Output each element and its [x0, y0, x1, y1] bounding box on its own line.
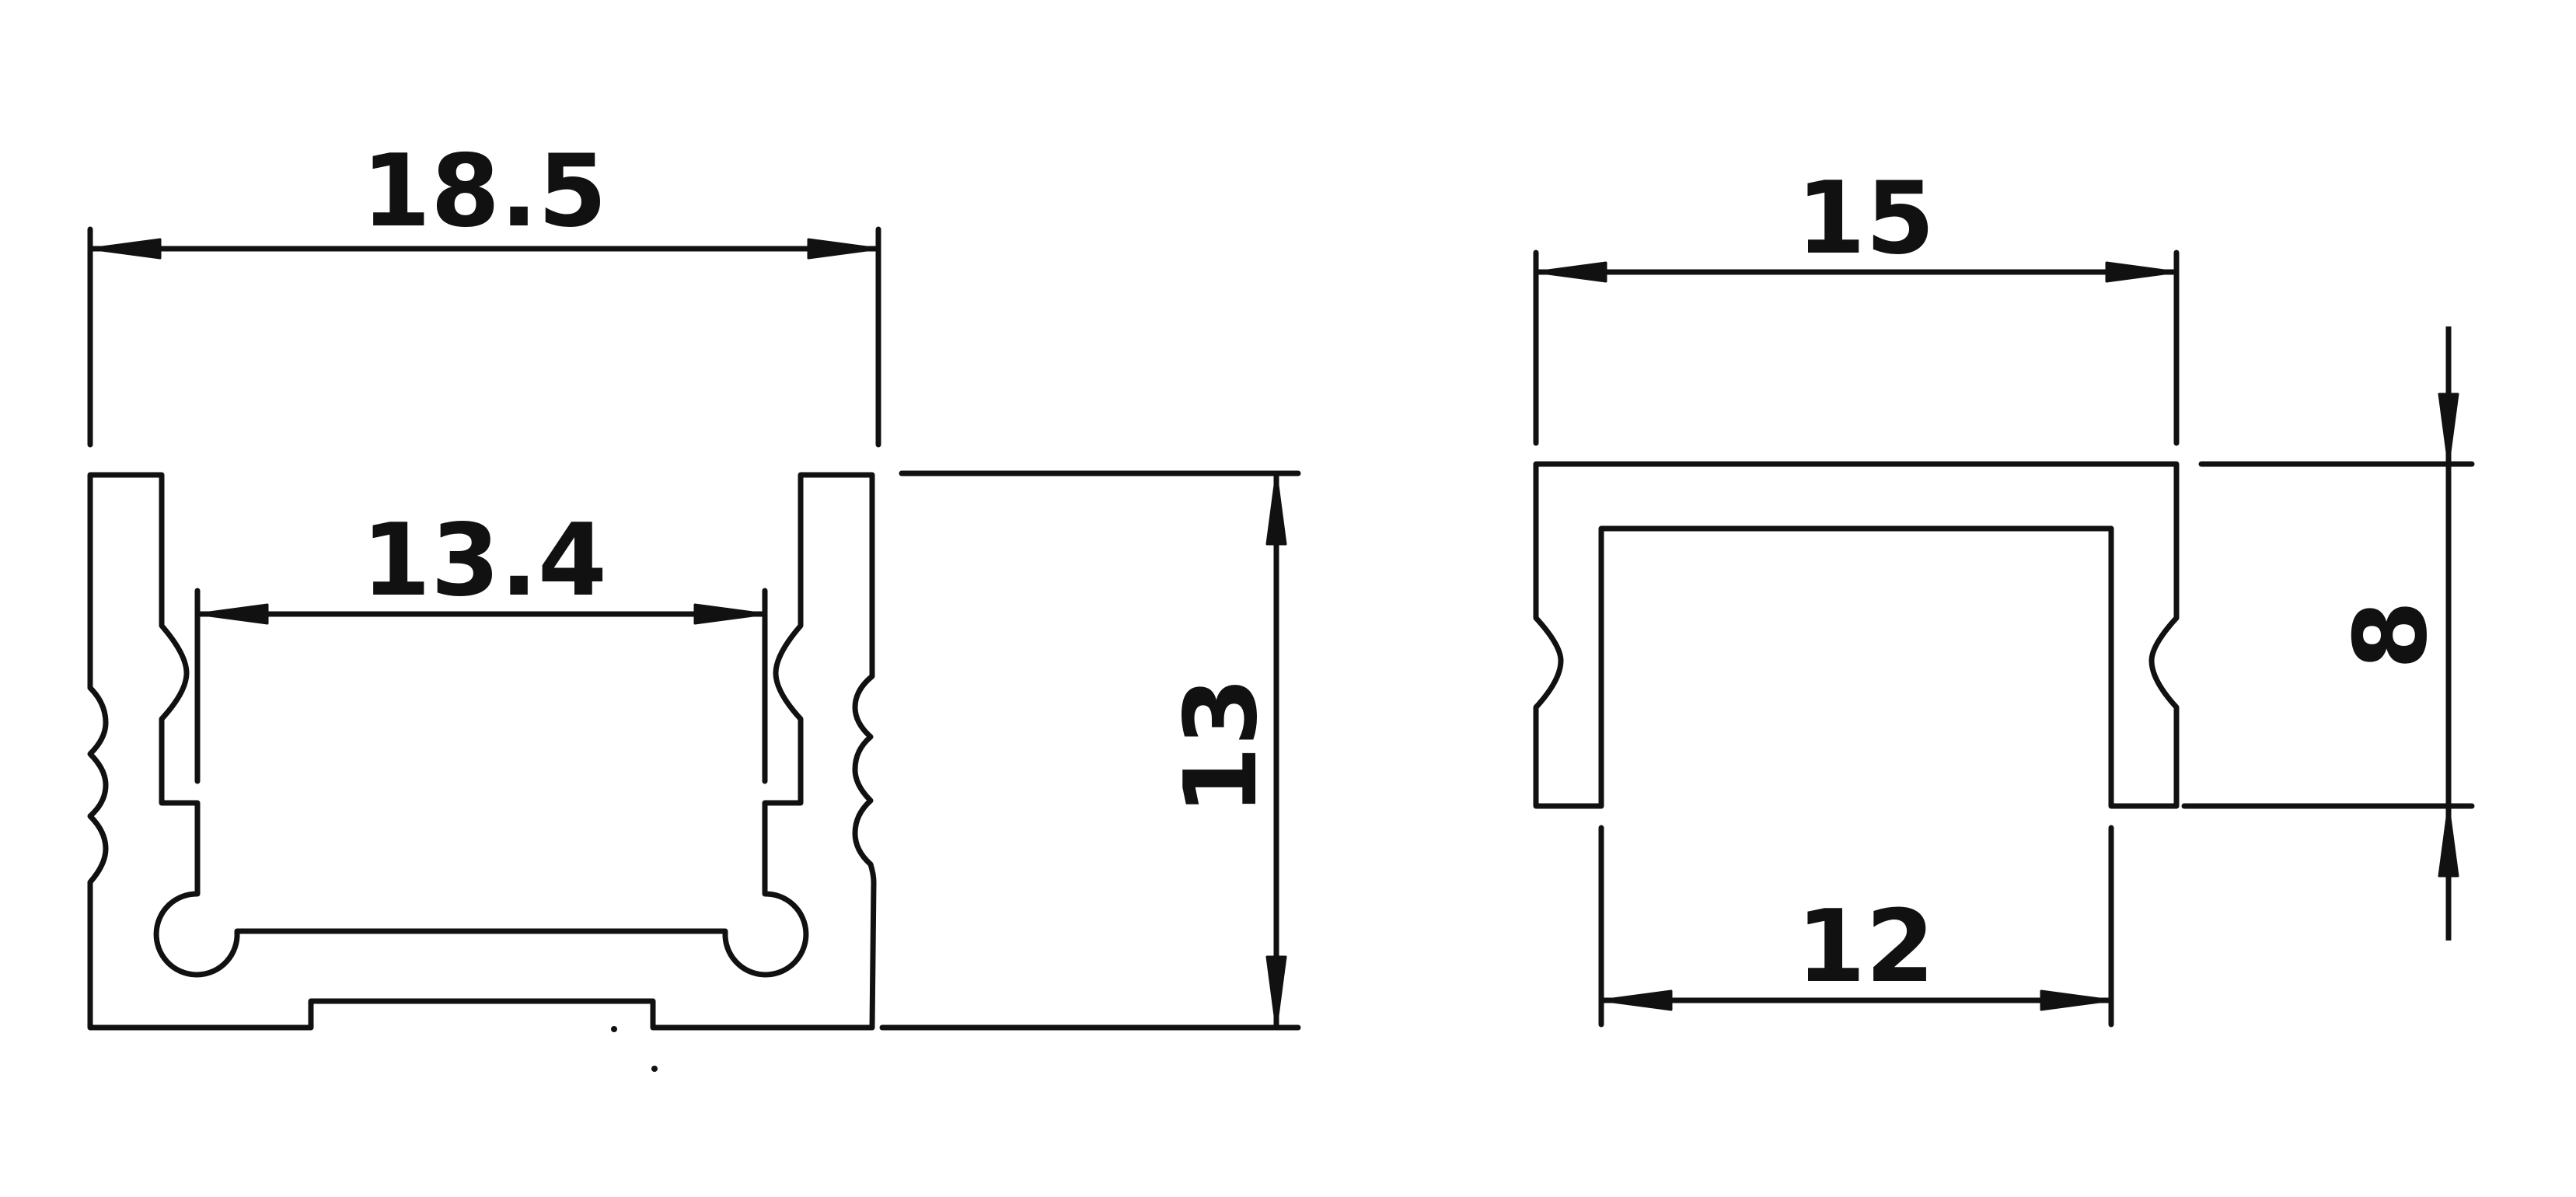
- arrowhead: [196, 603, 269, 625]
- arrowhead: [2438, 393, 2459, 466]
- label-inner-width: 13.4: [361, 503, 607, 619]
- label-height: 13: [1164, 677, 1279, 815]
- arrowhead: [693, 603, 766, 625]
- arrowhead: [1600, 989, 1673, 1011]
- left-profile-outline: [87, 472, 877, 1031]
- label-inner-width: 12: [1796, 889, 1935, 1005]
- arrowhead: [2105, 261, 2178, 283]
- label-height: 8: [2333, 600, 2449, 669]
- label-outer-width: 18.5: [361, 134, 607, 250]
- label-outer-width: 15: [1796, 161, 1935, 277]
- right-profile: 15 12 8: [1533, 161, 2475, 1028]
- arrowhead: [1265, 472, 1287, 546]
- arrowhead: [1265, 955, 1287, 1029]
- arrowhead: [1534, 261, 1607, 283]
- arrowhead: [2438, 804, 2459, 878]
- drawing-speck: [611, 1026, 617, 1032]
- drawing-speck: [651, 1066, 658, 1072]
- arrowhead: [807, 238, 880, 260]
- left-profile: 18.5 13.4 13: [87, 134, 1301, 1072]
- arrowhead: [2040, 989, 2113, 1011]
- arrowhead: [89, 238, 162, 260]
- right-profile-outline: [1533, 461, 2180, 809]
